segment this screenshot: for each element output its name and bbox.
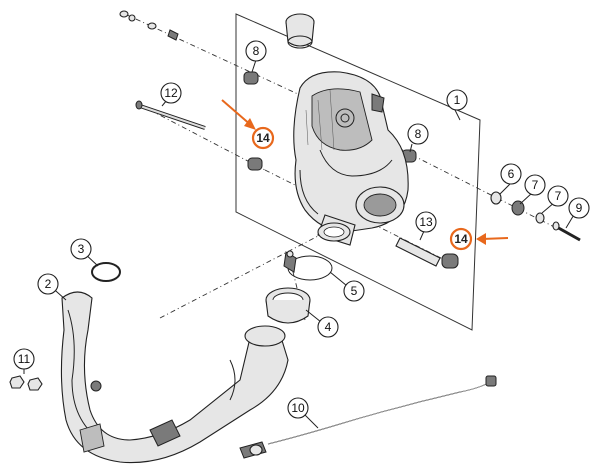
axis-line-top-c — [411, 154, 581, 241]
callout-3: 3 — [70, 238, 92, 260]
svg-text:10: 10 — [291, 401, 305, 415]
svg-text:7: 7 — [555, 189, 562, 203]
svg-text:1: 1 — [454, 93, 461, 107]
callout-12: 12 — [160, 82, 182, 104]
svg-text:13: 13 — [419, 215, 433, 229]
gasket-ring — [265, 287, 311, 324]
svg-text:14: 14 — [454, 232, 468, 246]
callout-9: 9 — [568, 197, 590, 219]
sleeve — [395, 237, 459, 269]
svg-text:14: 14 — [256, 131, 270, 145]
callout-6: 6 — [500, 163, 522, 185]
spacer-upper — [243, 71, 259, 85]
highlight-arrow-left — [221, 99, 256, 130]
svg-text:2: 2 — [45, 277, 52, 291]
callout-7b: 7 — [547, 185, 569, 207]
callout-4: 4 — [317, 316, 339, 338]
callout-2: 2 — [37, 273, 59, 295]
muffler-body — [293, 71, 409, 246]
top-bolt — [119, 10, 179, 41]
svg-text:8: 8 — [415, 127, 422, 141]
right-washer-stack — [490, 191, 581, 242]
callout-8b: 8 — [407, 123, 429, 145]
svg-text:6: 6 — [508, 167, 515, 181]
callout-7a: 7 — [524, 174, 546, 196]
callout-10: 10 — [287, 397, 309, 419]
svg-text:11: 11 — [18, 352, 31, 366]
svg-text:3: 3 — [78, 242, 85, 256]
sensor-cable — [239, 375, 497, 459]
svg-text:8: 8 — [253, 44, 260, 58]
highlight-arrow-right — [476, 233, 509, 245]
callout-14b-highlighted: 14 — [449, 227, 473, 251]
callout-13: 13 — [415, 211, 437, 233]
svg-text:12: 12 — [164, 86, 178, 100]
callout-11: 11 — [13, 348, 35, 370]
svg-text:7: 7 — [532, 178, 539, 192]
callout-8a: 8 — [245, 40, 267, 62]
nuts — [9, 375, 43, 391]
seal-ring — [91, 262, 121, 282]
axis-line-middle — [149, 109, 266, 171]
svg-text:4: 4 — [325, 320, 332, 334]
callout-1: 1 — [446, 89, 468, 111]
callout-5: 5 — [343, 280, 365, 302]
bushing-left — [247, 157, 263, 171]
svg-text:9: 9 — [576, 201, 583, 215]
header-pipe — [60, 291, 289, 464]
long-bolt — [135, 100, 206, 130]
callout-14a-highlighted: 14 — [251, 126, 275, 150]
clamp — [283, 250, 333, 281]
svg-text:5: 5 — [351, 284, 358, 298]
top-gasket — [285, 13, 315, 49]
